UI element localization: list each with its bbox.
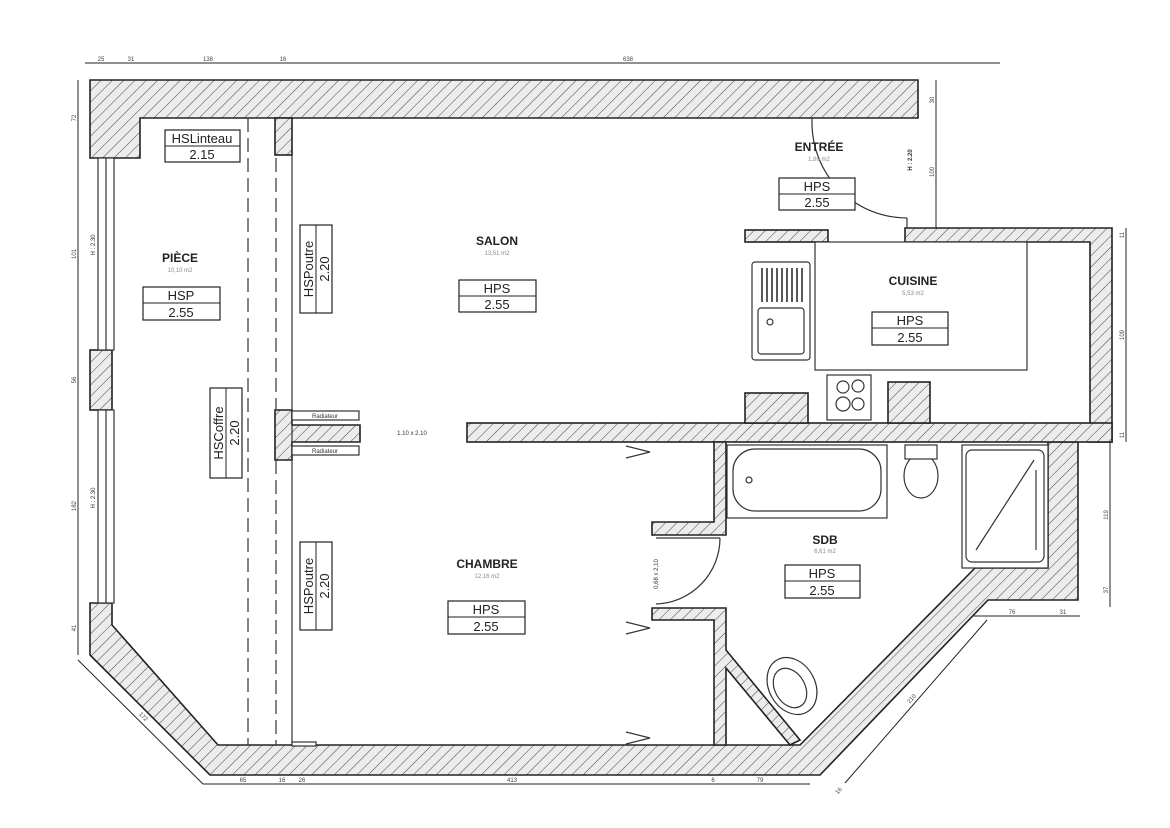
stove xyxy=(826,374,872,421)
shower xyxy=(961,444,1049,569)
svg-text:2.55: 2.55 xyxy=(484,297,509,312)
svg-text:HPS: HPS xyxy=(809,566,836,581)
svg-text:138: 138 xyxy=(203,57,214,63)
radiator xyxy=(291,410,360,421)
svg-text:2.55: 2.55 xyxy=(804,195,829,210)
svg-text:413: 413 xyxy=(507,778,518,784)
toilet xyxy=(903,453,939,499)
svg-text:2.55: 2.55 xyxy=(809,583,834,598)
svg-text:119: 119 xyxy=(1104,510,1110,520)
wall-partition xyxy=(466,422,1113,443)
svg-text:182: 182 xyxy=(72,500,78,511)
svg-text:16: 16 xyxy=(279,778,286,784)
svg-text:109: 109 xyxy=(1120,329,1126,340)
svg-text:HPS: HPS xyxy=(473,602,500,617)
svg-text:6: 6 xyxy=(711,778,715,784)
svg-text:101: 101 xyxy=(72,248,78,259)
kitchen-block xyxy=(744,392,809,424)
svg-text:31: 31 xyxy=(128,57,135,63)
dimensions: 25 31 138 16 638 72 101 56 182 41 30 100… xyxy=(72,57,1127,796)
kitchen-block xyxy=(887,381,931,424)
door-size: 0,68 x 2,10 xyxy=(654,558,660,588)
svg-text:CUISINE: CUISINE xyxy=(889,274,938,288)
svg-text:2.20: 2.20 xyxy=(317,573,332,598)
room-salon[interactable]: SALON 13,51 m2 HPS 2.55 xyxy=(458,234,537,313)
svg-text:2.20: 2.20 xyxy=(317,256,332,281)
opening-size: 1.10 x 2.10 xyxy=(397,431,427,437)
svg-text:13,51 m2: 13,51 m2 xyxy=(484,251,510,257)
svg-text:26: 26 xyxy=(299,778,306,784)
tag-hspoutre: HSPoutre 2.20 xyxy=(299,541,333,631)
wall-kitchen-top xyxy=(744,229,829,243)
room-sdb[interactable]: SDB 6,61 m2 HPS 2.55 xyxy=(784,533,861,599)
drainer xyxy=(761,268,803,302)
tag-hscoffre: HSCoffre 2.20 xyxy=(209,387,243,479)
svg-text:31: 31 xyxy=(1060,610,1067,616)
svg-text:11: 11 xyxy=(1120,231,1126,238)
svg-text:1,80 m2: 1,80 m2 xyxy=(808,157,830,163)
svg-text:HSP: HSP xyxy=(168,288,195,303)
svg-text:HSLinteau: HSLinteau xyxy=(172,131,233,146)
svg-text:11: 11 xyxy=(1120,431,1126,438)
washbasin xyxy=(766,656,818,716)
svg-text:CHAMBRE: CHAMBRE xyxy=(456,557,517,571)
svg-text:PIÈCE: PIÈCE xyxy=(162,250,198,265)
svg-text:16: 16 xyxy=(835,786,844,795)
svg-text:12,16 m2: 12,16 m2 xyxy=(474,574,500,580)
room-cuisine[interactable]: CUISINE 5,53 m2 HPS 2.55 xyxy=(871,274,949,346)
svg-text:16: 16 xyxy=(280,57,287,63)
svg-text:100: 100 xyxy=(930,166,936,177)
radiator-label: Radiateur xyxy=(312,414,338,420)
window-height: H : 2.30 xyxy=(91,234,97,256)
wall-sdb-upper xyxy=(651,441,727,536)
kitchen-counter xyxy=(814,241,1028,371)
tag-hslinteau: HSLinteau 2.15 xyxy=(164,129,241,163)
svg-text:6,61 m2: 6,61 m2 xyxy=(814,549,836,555)
room-piece[interactable]: PIÈCE 10,10 m2 HSP 2.55 xyxy=(142,250,221,321)
svg-text:HSPoutre: HSPoutre xyxy=(301,558,316,614)
svg-text:76: 76 xyxy=(1009,610,1016,616)
svg-text:2.55: 2.55 xyxy=(168,305,193,320)
svg-text:2.55: 2.55 xyxy=(897,330,922,345)
radiator-label: Radiateur xyxy=(312,449,338,455)
svg-text:HSPoutre: HSPoutre xyxy=(301,241,316,297)
entry-height: H : 2.20 xyxy=(908,149,914,171)
svg-text:2.15: 2.15 xyxy=(189,147,214,162)
room-entree[interactable]: ENTRÉE 1,80 m2 HPS 2.55 xyxy=(778,139,856,211)
svg-text:79: 79 xyxy=(757,778,764,784)
bathtub xyxy=(726,444,888,519)
svg-text:HPS: HPS xyxy=(484,281,511,296)
column xyxy=(274,117,293,156)
svg-text:638: 638 xyxy=(623,57,634,63)
svg-text:25: 25 xyxy=(98,57,105,63)
svg-text:2.55: 2.55 xyxy=(473,619,498,634)
door-sdb xyxy=(655,537,721,605)
radiator xyxy=(291,445,360,456)
window-height: H : 2.30 xyxy=(91,487,97,509)
svg-text:65: 65 xyxy=(240,778,247,784)
svg-text:ENTRÉE: ENTRÉE xyxy=(795,139,844,154)
svg-text:41: 41 xyxy=(72,624,78,631)
svg-text:SALON: SALON xyxy=(476,234,518,248)
svg-text:56: 56 xyxy=(72,376,78,383)
svg-text:30: 30 xyxy=(930,96,936,103)
room-chambre[interactable]: CHAMBRE 12,16 m2 HPS 2.55 xyxy=(447,557,526,635)
wall-pier xyxy=(89,349,113,411)
svg-text:5,53 m2: 5,53 m2 xyxy=(902,291,924,297)
svg-text:SDB: SDB xyxy=(812,533,838,547)
svg-text:HPS: HPS xyxy=(804,179,831,194)
svg-text:2.20: 2.20 xyxy=(227,420,242,445)
tag-hspoutre: HSPoutre 2.20 xyxy=(299,224,333,314)
svg-text:210: 210 xyxy=(907,693,919,705)
svg-text:172: 172 xyxy=(137,712,149,724)
walls xyxy=(89,79,1113,776)
svg-text:72: 72 xyxy=(72,114,78,121)
svg-text:HSCoffre: HSCoffre xyxy=(211,406,226,459)
svg-text:10,10 m2: 10,10 m2 xyxy=(167,268,193,274)
wall-top xyxy=(89,79,919,159)
svg-text:HPS: HPS xyxy=(897,313,924,328)
svg-text:37: 37 xyxy=(1104,586,1110,593)
wall-sdb-lower xyxy=(651,607,802,746)
fixtures xyxy=(97,118,1049,747)
